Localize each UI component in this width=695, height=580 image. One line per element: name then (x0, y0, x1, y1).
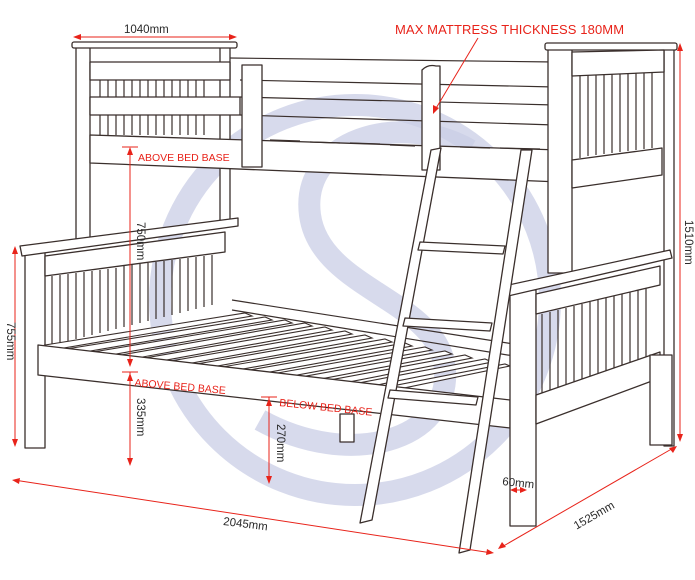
dimension-lines (12, 34, 683, 555)
dimension-lower-height: 335mm (134, 398, 146, 437)
max-mattress-note: MAX MATTRESS THICKNESS 180MM (395, 22, 625, 37)
dimension-upper-clearance: 750mm (134, 222, 146, 261)
dimension-under-clearance: 270mm (274, 424, 286, 463)
dimension-top-width: 1040mm (124, 24, 169, 36)
upper-bunk (71, 41, 678, 447)
ladder (359, 147, 533, 554)
dimension-total-height: 1510mm (682, 220, 694, 265)
upper-above-base-label: ABOVE BED BASE (138, 152, 230, 164)
dimension-footboard-height: 755mm (4, 322, 16, 361)
